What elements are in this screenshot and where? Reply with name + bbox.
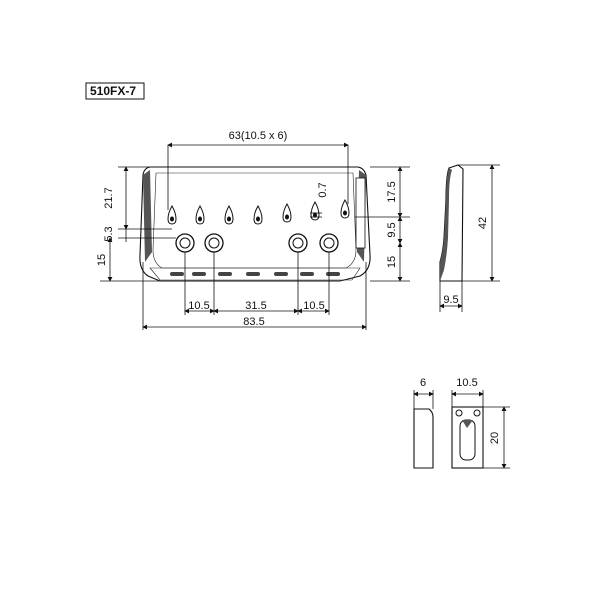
dim-side-height: 42 — [477, 217, 489, 229]
saddle-slot-shade — [462, 420, 473, 428]
dimension-lines — [107, 142, 403, 330]
extension-lines — [100, 145, 410, 330]
saddle-pin — [167, 204, 177, 225]
saddle-pin — [253, 204, 263, 225]
dim-bottom-right-gap: 10.5 — [303, 300, 324, 312]
front-view: 63(10.5 x 6) 21.7 5.3 15 0.7 17.5 9.5 15… — [96, 130, 410, 330]
bridge-body — [139, 166, 371, 282]
bottom-slots — [170, 272, 340, 276]
dim-saddle-side-width: 6 — [420, 377, 426, 389]
side-view: 42 9.5 — [439, 164, 500, 312]
saddle-pin — [340, 198, 350, 219]
mounting-screw — [175, 233, 195, 253]
mounting-screw — [204, 233, 224, 253]
saddle-side — [413, 408, 434, 469]
saddle-detail: 6 10.5 20 — [413, 377, 510, 469]
saddle-screw-left — [455, 409, 463, 417]
model-label: 510FX-7 — [85, 82, 145, 100]
mounting-screw — [288, 233, 308, 253]
mounting-screw — [319, 233, 339, 253]
dim-side-depth: 9.5 — [443, 294, 458, 306]
side-profile-shade — [440, 168, 452, 281]
dim-height-right-upper: 17.5 — [386, 181, 398, 202]
dim-offset-small: 5.3 — [103, 226, 115, 241]
dim-bottom-left-gap: 10.5 — [188, 300, 209, 312]
dim-pin-offset: 0.7 — [317, 182, 329, 197]
dim-height-low-right: 15 — [386, 256, 398, 268]
side-dimension-lines — [439, 164, 500, 312]
saddle-screw-right — [473, 409, 481, 417]
saddle-pins — [167, 198, 350, 225]
dim-spacing-total: 63(10.5 x 6) — [229, 130, 288, 142]
mounting-screws — [175, 233, 339, 253]
left-rail-shade — [143, 170, 152, 262]
dim-saddle-height: 20 — [489, 432, 501, 444]
dim-bottom-mid-gap: 31.5 — [245, 300, 266, 312]
model-name: 510FX-7 — [90, 84, 136, 98]
saddle-pin — [195, 204, 205, 225]
dim-overall-width: 83.5 — [243, 316, 264, 328]
saddle-pin — [224, 204, 234, 225]
dim-height-right-mid: 9.5 — [386, 222, 398, 237]
dim-saddle-front-width: 10.5 — [456, 377, 477, 389]
saddle-dimension-lines — [413, 390, 510, 469]
dim-height-total: 21.7 — [103, 187, 115, 208]
dim-height-low-left: 15 — [96, 254, 108, 266]
saddle-pin — [282, 202, 292, 223]
saddle-pin — [310, 200, 320, 221]
